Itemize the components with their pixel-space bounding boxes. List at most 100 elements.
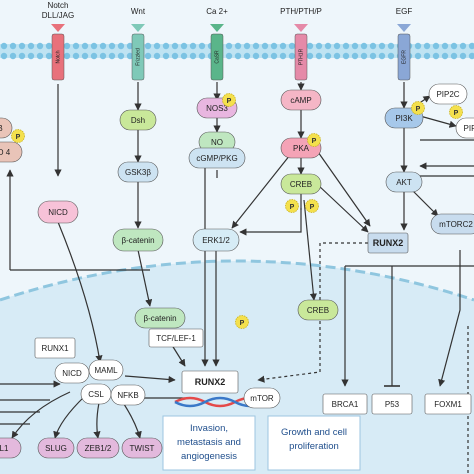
node-creb-nuc: CREB xyxy=(297,299,339,321)
node-zeb12: ZEB1/2 xyxy=(76,437,120,459)
node-runx1: RUNX1 xyxy=(34,337,76,359)
node-label: PIP2C xyxy=(436,90,459,99)
node-nfkb: NFKB xyxy=(110,384,146,406)
edge-pka-runx2 xyxy=(317,151,371,227)
node-label: AKT xyxy=(396,178,412,187)
node-twist: TWIST xyxy=(121,437,163,459)
node-runx2-nuc: RUNX2 xyxy=(181,370,239,394)
node-label: CREB xyxy=(290,180,312,189)
ligand-label: DLL/JAG xyxy=(42,11,74,20)
phospho-label: P xyxy=(290,204,295,211)
edge-fan-slug xyxy=(53,395,86,439)
node-label: RUNX2 xyxy=(195,377,226,387)
node-label: Dsh xyxy=(131,116,145,125)
receptor-body xyxy=(131,33,145,81)
node-label: β-catenin xyxy=(121,236,154,245)
node-slug: SLUG xyxy=(37,437,75,459)
phospho-label: P xyxy=(454,110,459,117)
node-label: SLUG xyxy=(45,444,67,453)
outcome-invasion: Invasion, metastasis and angiogenesis xyxy=(162,415,256,471)
ligand-label: Wnt xyxy=(131,7,146,16)
receptor-label: EGFR xyxy=(401,50,407,64)
node-label: BRCA1 xyxy=(332,400,359,409)
ligand-shape xyxy=(294,24,308,32)
node-label: P53 xyxy=(385,400,400,409)
node-label: FOXM1 xyxy=(434,400,462,409)
node-label: RUNX1 xyxy=(41,344,69,353)
node-nicd: NICD xyxy=(37,200,79,224)
edge-runx2cyto-nuc xyxy=(257,242,368,383)
edge-creb-nuc xyxy=(303,199,317,301)
node-label: cGMP/PKG xyxy=(196,154,237,163)
nuclear-envelope xyxy=(0,259,474,302)
receptor-label: PTH1R xyxy=(298,48,304,65)
ligand-shape xyxy=(131,24,145,32)
node-label: NFKB xyxy=(117,391,138,400)
node-label: CSL xyxy=(88,390,104,399)
phospho-badge: P xyxy=(305,199,319,213)
receptor-label: Notch xyxy=(55,50,61,63)
node-label: D 4 xyxy=(0,148,11,157)
node-label: NO xyxy=(211,138,223,147)
node-pip-cut: PIP xyxy=(455,117,474,139)
node-akt: AKT xyxy=(385,171,423,193)
node-cgmp-pkg: cGMP/PKG xyxy=(188,147,246,169)
node-label: L1 xyxy=(0,444,9,453)
node-label: mTORC2 xyxy=(439,220,473,229)
edge-pi3k-pip xyxy=(419,115,457,128)
outcome-invasion-line3: angiogenesis xyxy=(181,451,237,462)
node-label: mTOR xyxy=(250,394,274,403)
node-label: TCF/LEF-1 xyxy=(156,334,196,343)
node-dsh: Dsh xyxy=(119,109,157,131)
phospho-label: P xyxy=(16,134,21,141)
node-label: TWIST xyxy=(130,444,155,453)
node-beta-catenin-nuc: β-catenin xyxy=(134,307,186,329)
edge-creb-erk xyxy=(239,194,302,236)
phospho-badge: P xyxy=(11,129,25,143)
node-foxm1: FOXM1 xyxy=(424,393,472,415)
node-label: GSK3β xyxy=(125,168,151,177)
phospho-label: P xyxy=(310,204,315,211)
receptor-body xyxy=(210,33,224,81)
node-p53: P53 xyxy=(371,393,413,415)
receptor-label: CaSR xyxy=(214,50,220,64)
node-left-d4: D 4 xyxy=(0,141,23,163)
node-csl: CSL xyxy=(80,383,112,405)
node-pi3k: PI3K xyxy=(384,107,424,129)
receptor-body xyxy=(294,33,308,81)
outcome-growth-line1: Growth and cell xyxy=(281,427,347,438)
outcome-growth-line2: proliferation xyxy=(289,441,339,452)
phospho-badge: P xyxy=(235,315,249,329)
ligand-label: Notch xyxy=(48,1,69,10)
node-erk12: ERK1/2 xyxy=(192,228,240,252)
node-camp: cAMP xyxy=(280,89,322,111)
phospho-badge: P xyxy=(307,133,321,147)
ligand-shape xyxy=(397,24,411,32)
node-mtor: mTOR xyxy=(243,387,281,409)
node-maml: MAML xyxy=(88,359,124,381)
node-left-b: B xyxy=(0,117,13,139)
node-label: cAMP xyxy=(290,96,311,105)
node-beta-catenin: β-catenin xyxy=(112,228,164,252)
node-runx2-cyto: RUNX2 xyxy=(367,232,409,254)
node-label: PI3K xyxy=(395,114,413,123)
node-tcf-lef1: TCF/LEF-1 xyxy=(148,328,204,348)
node-label: PIP xyxy=(464,124,474,133)
node-nicd-nuc: NICD xyxy=(54,362,90,384)
outcome-invasion-line2: metastasis and xyxy=(177,437,241,448)
node-label: NICD xyxy=(48,208,68,217)
edge-akt-mtorc2 xyxy=(411,189,439,217)
phospho-label: P xyxy=(416,106,421,113)
phospho-badge: P xyxy=(449,105,463,119)
ligand-shape xyxy=(51,24,65,32)
node-pip2c: PIP2C xyxy=(428,83,468,105)
node-gsk3b: GSK3β xyxy=(117,161,159,183)
node-label: ZEB1/2 xyxy=(85,444,112,453)
node-brca1: BRCA1 xyxy=(322,393,368,415)
node-label: B xyxy=(0,124,3,133)
receptor-body xyxy=(51,33,65,81)
